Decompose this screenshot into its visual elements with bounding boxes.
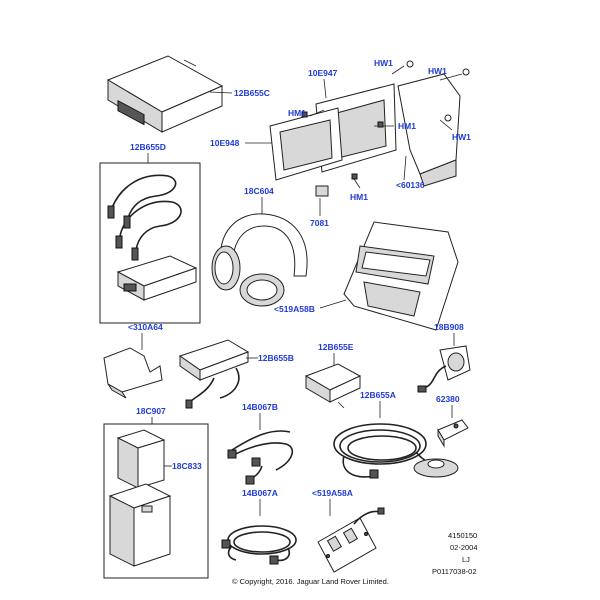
label-18B908[interactable]: 18B908: [434, 322, 464, 332]
label-HW1-c[interactable]: HW1: [452, 132, 471, 142]
label-10E948[interactable]: 10E948: [210, 138, 240, 148]
label-18C604[interactable]: 18C604: [244, 186, 274, 196]
label-HM1-a[interactable]: HM1: [288, 108, 306, 118]
drawing-date: 02-2004: [450, 543, 478, 552]
label-10E947[interactable]: 10E947: [308, 68, 338, 78]
label-HM1-c[interactable]: HM1: [350, 192, 368, 202]
label-60136[interactable]: <60136: [396, 180, 425, 190]
console-519A58B-part: [319, 221, 459, 331]
label-12B655B[interactable]: 12B655B: [258, 353, 294, 363]
harness-14B067A-part: [221, 525, 297, 565]
drawing-ref-number: 4150150: [448, 531, 477, 540]
screen-assembly-part: [269, 60, 470, 189]
label-519A58B[interactable]: <519A58B: [274, 304, 315, 314]
module-12B655E-part: [304, 363, 362, 409]
label-310A64[interactable]: <310A64: [128, 322, 163, 332]
label-7081[interactable]: 7081: [310, 218, 329, 228]
camera-18B908-part: [417, 345, 471, 393]
label-18C907[interactable]: 18C907: [136, 406, 166, 416]
harness-12B655A-part: [333, 423, 459, 479]
drawing-id: P0117038-02: [432, 567, 476, 576]
headphones-18C604-part: [211, 213, 308, 307]
module-12B655B-part: [178, 339, 258, 409]
panel-519A58A-part: [317, 507, 385, 573]
kit-12B655D-part: [99, 162, 201, 324]
label-12B655A[interactable]: 12B655A: [360, 390, 396, 400]
label-12B655C[interactable]: 12B655C: [234, 88, 270, 98]
label-14B067B[interactable]: 14B067B: [242, 402, 278, 412]
label-18C833[interactable]: 18C833: [172, 461, 202, 471]
label-12B655D[interactable]: 12B655D: [130, 142, 166, 152]
harness-14B067B-part: [227, 430, 294, 485]
label-12B655E[interactable]: 12B655E: [318, 342, 354, 352]
clip-7081-part: [315, 185, 329, 216]
drawing-initials: LJ: [462, 555, 470, 564]
label-14B067A[interactable]: 14B067A: [242, 488, 278, 498]
bracket-310A64-part: [103, 347, 163, 399]
label-HW1-a[interactable]: HW1: [374, 58, 393, 68]
label-62380[interactable]: 62380: [436, 394, 460, 404]
label-HM1-b[interactable]: HM1: [398, 121, 416, 131]
copyright-notice: © Copyright, 2016. Jaguar Land Rover Lim…: [232, 577, 389, 586]
ecu-12B655C-part: [106, 55, 233, 133]
remote-62380-part: [437, 419, 469, 448]
label-519A58A[interactable]: <519A58A: [312, 488, 353, 498]
kit-18C907-part: [103, 423, 209, 579]
label-HW1-b[interactable]: HW1: [428, 66, 447, 76]
